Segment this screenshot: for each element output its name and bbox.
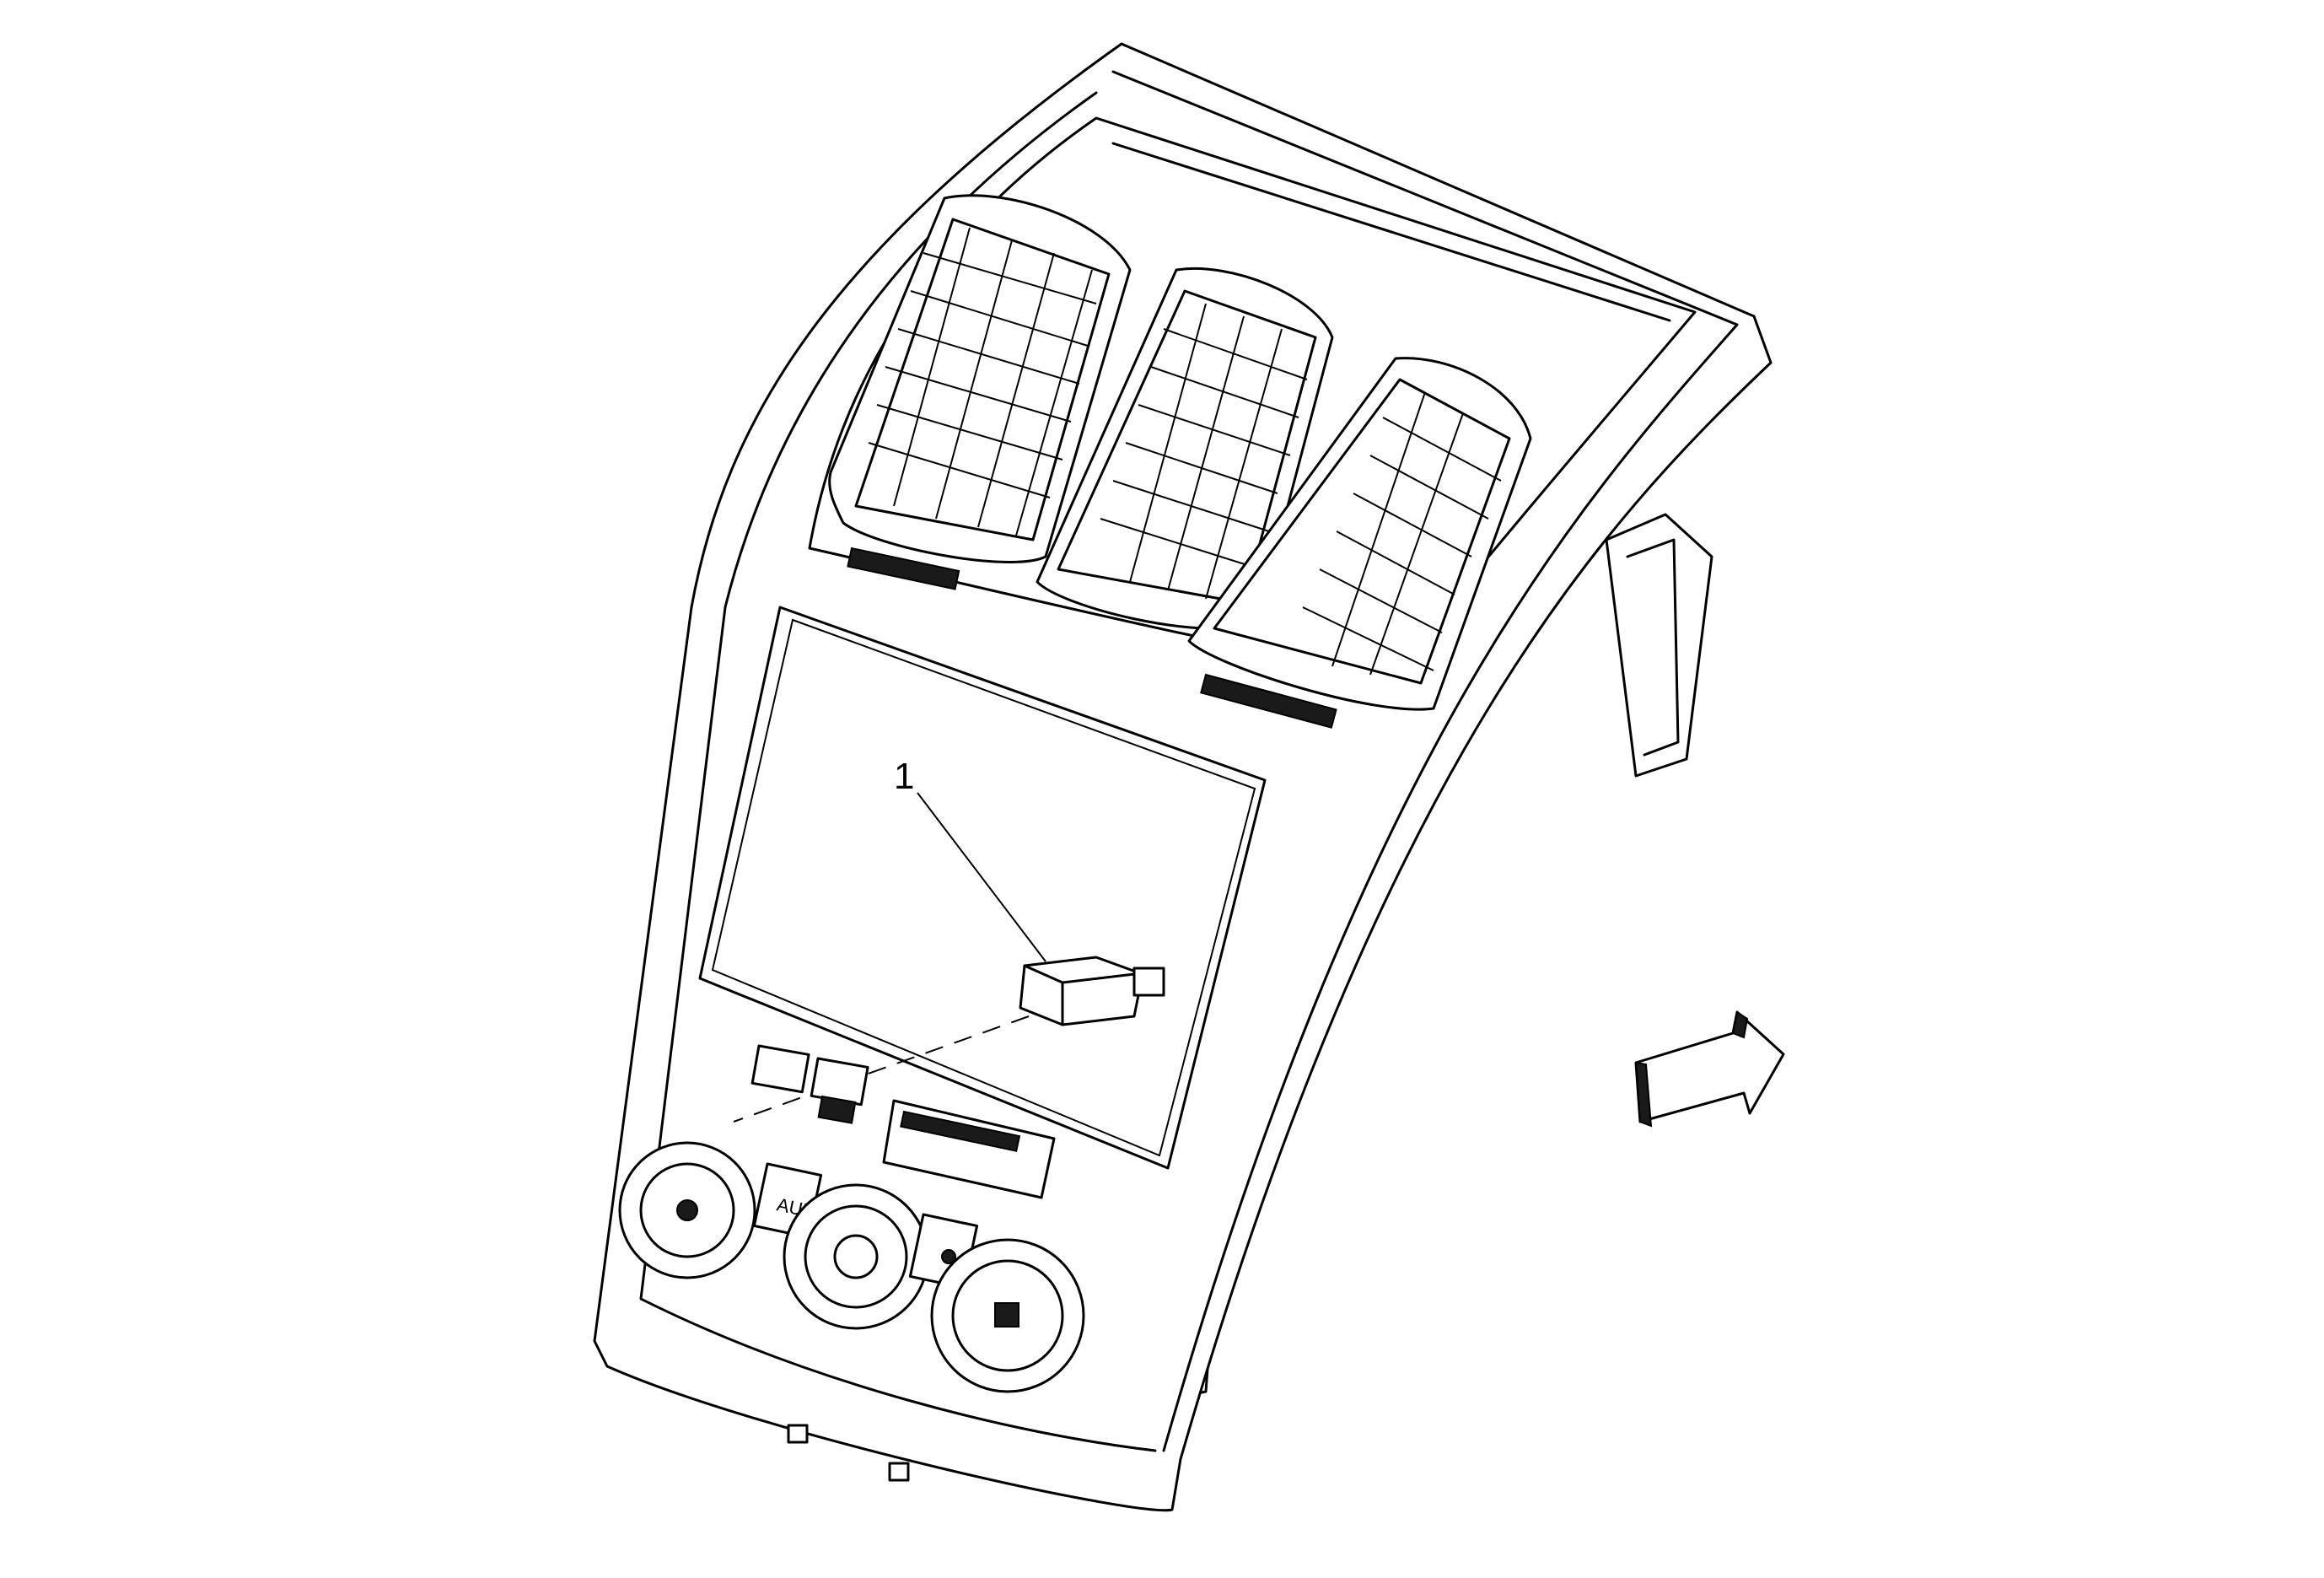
air-vent-right [1187, 357, 1532, 729]
air-vent-left [828, 194, 1132, 590]
callout-1: 1 [733, 756, 1046, 1123]
info-display [882, 1099, 1056, 1199]
callout-label: 1 [894, 756, 914, 797]
callout-leader-line [917, 792, 1046, 962]
bottom-clips [787, 1424, 910, 1482]
bezel-outline [593, 42, 1773, 1512]
fan-icon [676, 1199, 698, 1221]
recirculation-icon [941, 1249, 956, 1264]
display-opening [698, 606, 1267, 1170]
climate-control-panel: AUX [618, 1141, 1085, 1393]
install-direction-dashed-line [733, 1015, 1030, 1123]
switch-component [1019, 956, 1165, 1026]
view-direction-arrow-icon [1634, 1010, 1785, 1128]
switch-bank [750, 1044, 869, 1124]
air-vent-center [1036, 267, 1334, 630]
